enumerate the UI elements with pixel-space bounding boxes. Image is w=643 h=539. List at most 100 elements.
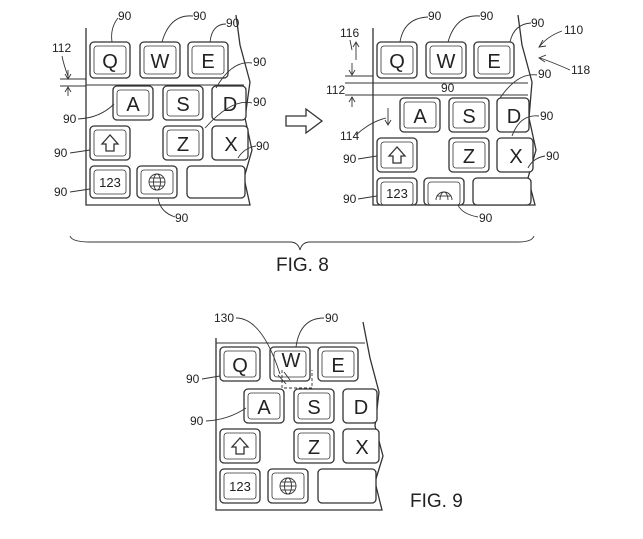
fig8-caption: FIG. 8 [276, 255, 329, 276]
ref-90: 90 [479, 211, 493, 225]
ref-90: 90 [343, 192, 357, 206]
ref-90: 90 [538, 67, 552, 81]
key-d[interactable]: D [342, 388, 378, 424]
key-label: 123 [386, 186, 408, 201]
ref-90: 90 [193, 9, 207, 23]
key-w[interactable]: W [425, 41, 467, 79]
key-label: Q [389, 51, 405, 73]
ref-90: 90 [54, 146, 68, 160]
key-globe[interactable] [136, 165, 178, 199]
key-label: S [462, 106, 475, 128]
ref-labels: 130 90 90 90 [186, 311, 339, 428]
key-z[interactable]: Z [448, 137, 490, 173]
key-123[interactable]: 123 [219, 468, 261, 504]
key-label: X [355, 437, 368, 459]
key-w[interactable]: W [269, 346, 311, 382]
globe-icon [435, 191, 453, 201]
ref-90: 90 [343, 152, 357, 166]
key-label: E [201, 51, 214, 73]
key-123[interactable]: 123 [89, 165, 131, 199]
key-shift[interactable] [89, 125, 131, 161]
ref-90: 90 [325, 311, 339, 325]
key-label: E [487, 51, 500, 73]
key-e[interactable]: E [317, 346, 359, 382]
key-shift[interactable] [376, 137, 418, 173]
key-s[interactable]: S [293, 388, 335, 424]
ref-90: 90 [186, 372, 200, 386]
ref-110: 110 [564, 23, 583, 37]
key-d[interactable]: D [211, 85, 247, 121]
ref-labels: 90 90 90 90 90 90 90 90 90 90 116 112 [326, 9, 590, 225]
key-label: A [126, 94, 140, 116]
key-label: D [354, 397, 368, 419]
ref-90: 90 [428, 9, 442, 23]
ref-112: 112 [52, 41, 71, 55]
key-label: 123 [99, 175, 121, 190]
ref-90: 90 [118, 9, 132, 23]
key-e[interactable]: E [187, 41, 229, 79]
ref-118: 118 [571, 63, 590, 77]
key-label: Z [308, 437, 320, 459]
ref-90: 90 [190, 414, 204, 428]
key-label: Q [232, 355, 248, 377]
key-label: 123 [229, 479, 251, 494]
ref-114: 114 [340, 129, 359, 143]
ref-112: 112 [326, 83, 345, 97]
key-123[interactable]: 123 [376, 177, 418, 206]
fig9-keyboard: Q W E A S D Z X 123 130 90 90 90 [186, 311, 384, 511]
ref-90: 90 [531, 16, 545, 30]
key-s[interactable]: S [448, 97, 490, 133]
key-a[interactable]: A [243, 388, 285, 424]
key-a[interactable]: A [112, 85, 154, 121]
ref-90: 90 [253, 95, 267, 109]
key-space[interactable] [317, 468, 377, 504]
key-x[interactable]: X [211, 125, 249, 161]
key-globe[interactable] [423, 177, 465, 206]
ref-labels: 90 90 90 90 90 90 90 90 90 90 112 [52, 9, 270, 225]
key-q[interactable]: Q [89, 41, 131, 79]
key-label: W [151, 51, 170, 73]
keyboard-outline [85, 14, 253, 206]
key-space[interactable] [186, 165, 246, 199]
key-z[interactable]: Z [293, 428, 335, 464]
ref-90: 90 [540, 109, 554, 123]
ref-90: 90 [226, 16, 240, 30]
fig8-right-keyboard: Q W E A S D Z X 123 90 90 90 90 90 90 [326, 9, 590, 225]
key-w[interactable]: W [139, 41, 181, 79]
key-q[interactable]: Q [376, 41, 418, 79]
key-z[interactable]: Z [162, 125, 204, 161]
shift-icon [100, 134, 120, 152]
fig8-left-keyboard: Q W E A S D Z X 123 90 90 90 90 90 90 [52, 9, 270, 225]
ref-90: 90 [54, 185, 68, 199]
ref-90: 90 [253, 55, 267, 69]
globe-icon [279, 477, 297, 495]
fig9-caption: FIG. 9 [410, 491, 463, 512]
key-q[interactable]: Q [219, 346, 261, 382]
key-space[interactable] [472, 177, 532, 206]
key-label: A [413, 106, 427, 128]
key-label: W [437, 51, 456, 73]
key-label: S [307, 397, 320, 419]
key-label: X [509, 146, 522, 168]
key-label: Z [463, 146, 475, 168]
key-shift[interactable] [219, 428, 261, 464]
key-d[interactable]: D [496, 97, 530, 133]
key-a[interactable]: A [399, 97, 441, 133]
key-e[interactable]: E [473, 41, 515, 79]
keyboard-outline [215, 321, 384, 511]
key-label: D [223, 94, 237, 116]
key-globe[interactable] [267, 468, 309, 504]
key-label: A [257, 397, 271, 419]
ref-90-gap: 90 [441, 81, 455, 95]
shift-icon [387, 146, 407, 164]
fig8-bracket [69, 235, 535, 251]
key-x[interactable]: X [496, 137, 534, 173]
key-label: E [331, 355, 344, 377]
ref-90: 90 [256, 139, 270, 153]
globe-icon [148, 173, 166, 191]
key-label: D [507, 106, 521, 128]
ref-90: 90 [63, 112, 77, 126]
ref-90: 90 [546, 149, 560, 163]
key-s[interactable]: S [162, 85, 204, 121]
key-x[interactable]: X [342, 428, 380, 464]
